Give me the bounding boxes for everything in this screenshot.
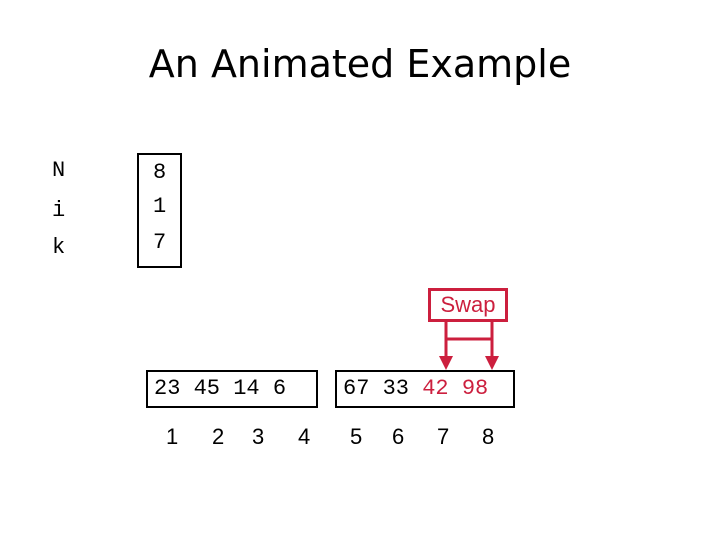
array-cell-8: 98 [461,376,489,401]
var-label-k: k [52,235,66,260]
index-label-7: 7 [437,424,450,449]
array-cell-5: 67 [343,376,370,401]
slide-title: An Animated Example [148,42,572,86]
array-cell-4: 6 [272,376,287,401]
index-label-8: 8 [482,424,495,449]
index-label-4: 4 [298,424,311,449]
index-label-5: 5 [350,424,363,449]
var-value-n: 8 [137,153,182,189]
swap-label: Swap [428,288,508,322]
array-left-group: 23 45 14 6 [146,370,318,408]
array-cell-6: 33 [382,376,410,401]
array-cell-1: 23 [154,376,181,401]
var-value-i: 1 [137,189,182,225]
var-value-k: 7 [137,225,182,268]
var-label-i: i [52,198,66,223]
index-label-1: 1 [166,424,179,449]
array-cell-3: 14 [233,376,260,401]
array-cell-2: 45 [193,376,221,401]
swap-arrow-right-head [485,356,499,370]
array-cell-7: 42 [422,376,449,401]
array-right-group: 67 33 42 98 [335,370,515,408]
index-label-3: 3 [252,424,265,449]
swap-arrow-left-head [439,356,453,370]
var-label-n: N [52,158,66,183]
index-label-2: 2 [212,424,225,449]
index-label-6: 6 [392,424,405,449]
